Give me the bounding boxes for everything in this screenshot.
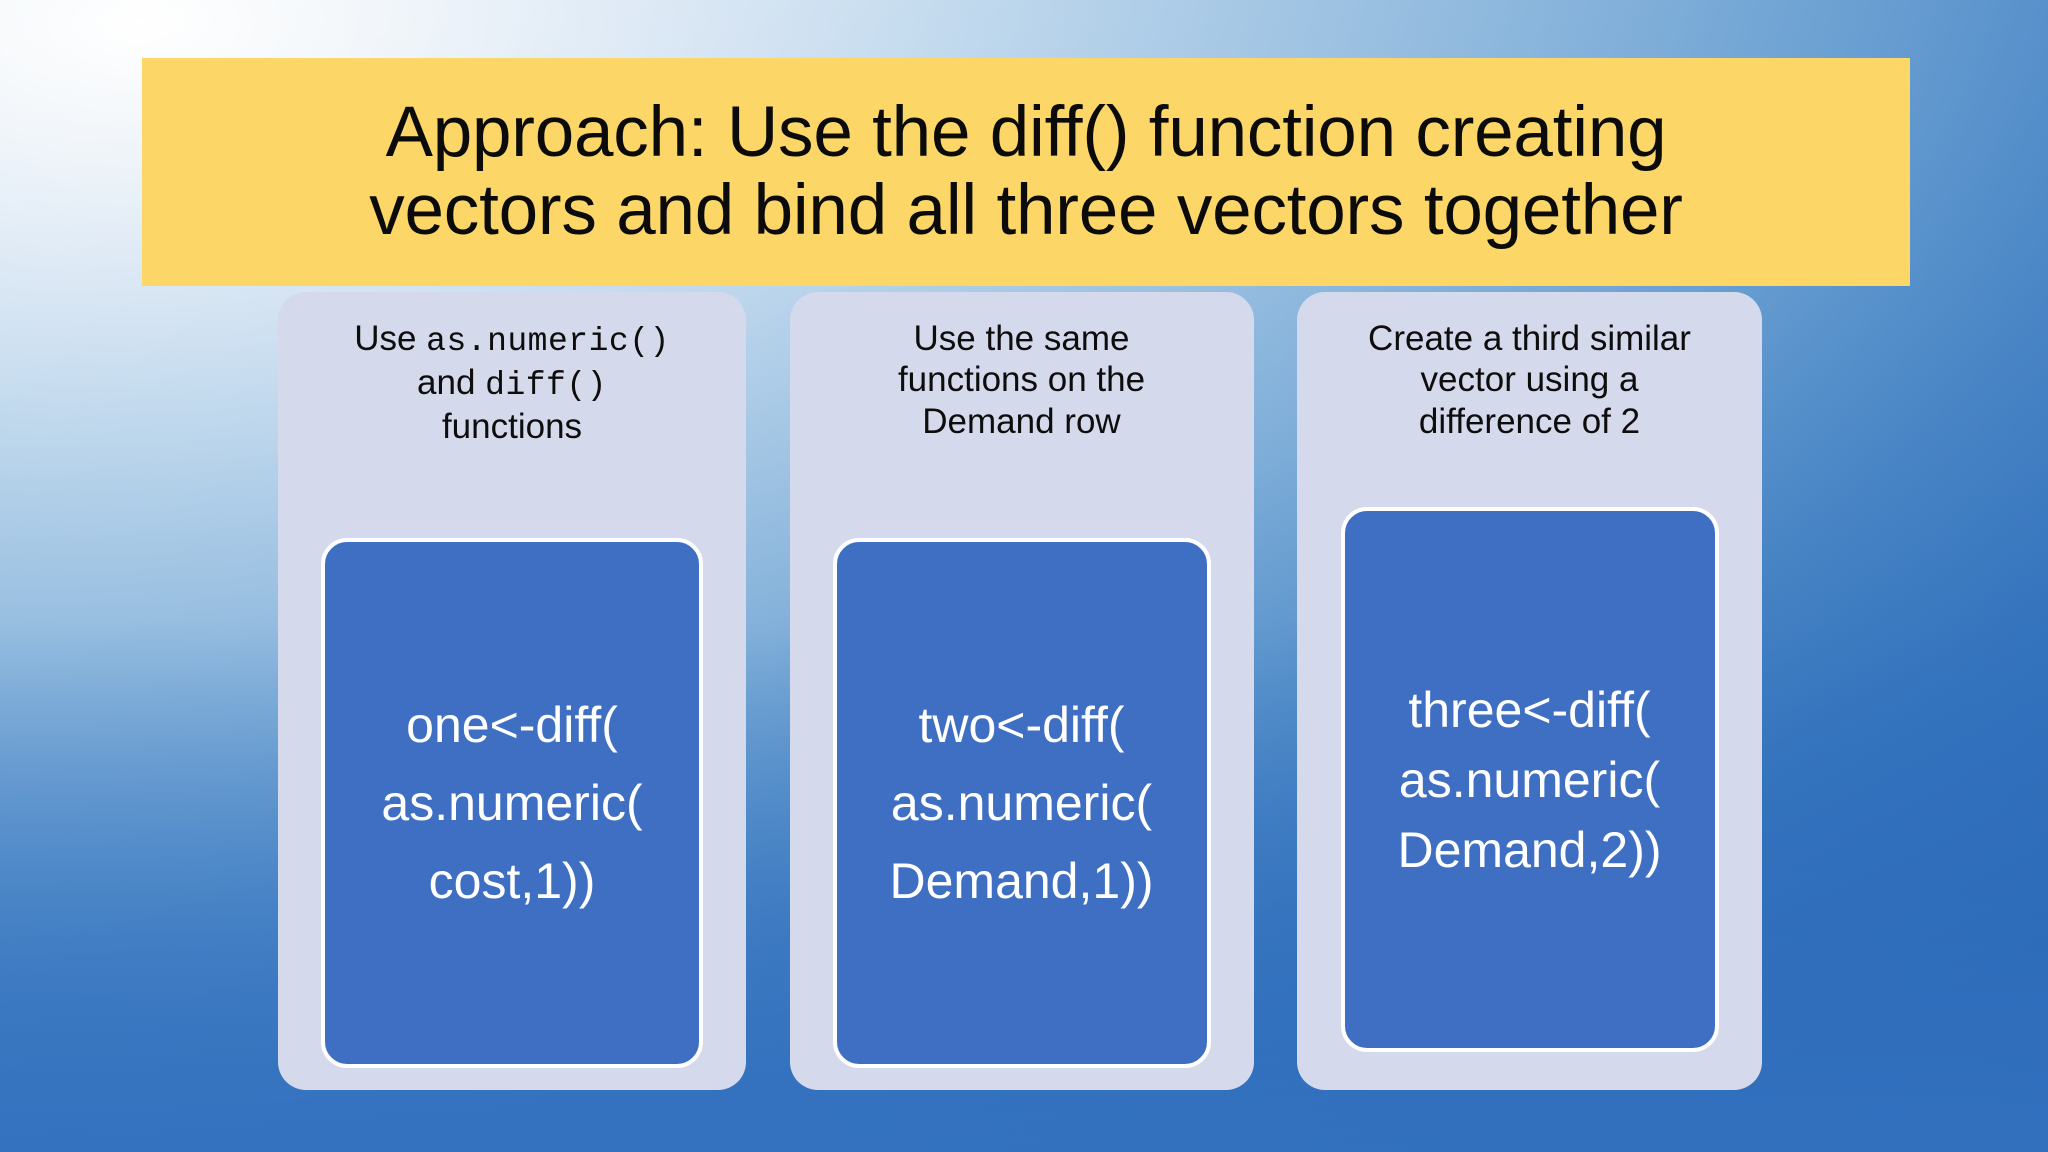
- step-card-1[interactable]: Use as.numeric() and diff() functions on…: [278, 292, 746, 1090]
- step-card-2-code-box[interactable]: two<-diff( as.numeric( Demand,1)): [832, 538, 1211, 1068]
- step-card-1-code-box[interactable]: one<-diff( as.numeric( cost,1)): [321, 538, 703, 1068]
- step-1-text-a: Use: [354, 319, 427, 358]
- step-1-code-b: diff(): [485, 366, 607, 404]
- step-2-line-3: Demand row: [922, 401, 1121, 441]
- step-2-line-2: functions on the: [897, 360, 1146, 400]
- code-line: Demand,1)): [889, 853, 1154, 909]
- step-1-text-b: and: [417, 362, 486, 402]
- step-3-line-2: vector using a: [1420, 360, 1639, 400]
- step-card-3[interactable]: Create a third similar vector using a di…: [1297, 292, 1762, 1090]
- step-card-1-header: Use as.numeric() and diff() functions: [294, 318, 730, 468]
- page-title: Approach: Use the diff() function creati…: [369, 92, 1683, 250]
- code-line: as.numeric(: [890, 775, 1153, 831]
- step-card-2-header: Use the same functions on the Demand row: [806, 318, 1238, 468]
- title-line-2: vectors and bind all three vectors toget…: [369, 171, 1683, 250]
- step-1-text-c: functions: [441, 406, 583, 446]
- code-line: three<-diff(: [1408, 681, 1651, 738]
- step-card-3-header: Create a third similar vector using a di…: [1313, 318, 1746, 468]
- card-row: Use as.numeric() and diff() functions on…: [278, 292, 1762, 1090]
- code-line: cost,1)): [428, 853, 596, 909]
- step-card-3-code-box[interactable]: three<-diff( as.numeric( Demand,2)): [1340, 507, 1719, 1052]
- title-line-1: Approach: Use the diff() function creati…: [385, 92, 1667, 172]
- code-line: one<-diff(: [406, 697, 618, 753]
- step-2-line-1: Use the same: [913, 319, 1130, 358]
- code-line: two<-diff(: [918, 697, 1125, 753]
- step-card-2[interactable]: Use the same functions on the Demand row…: [789, 292, 1254, 1090]
- title-banner: Approach: Use the diff() function creati…: [142, 58, 1910, 286]
- code-line: as.numeric(: [381, 775, 643, 831]
- step-3-line-1: Create a third similar: [1368, 319, 1691, 358]
- code-line: Demand,2)): [1397, 821, 1662, 878]
- step-3-line-3: difference of 2: [1418, 401, 1641, 441]
- code-line: as.numeric(: [1398, 751, 1661, 808]
- step-1-code-a: as.numeric(): [426, 323, 670, 360]
